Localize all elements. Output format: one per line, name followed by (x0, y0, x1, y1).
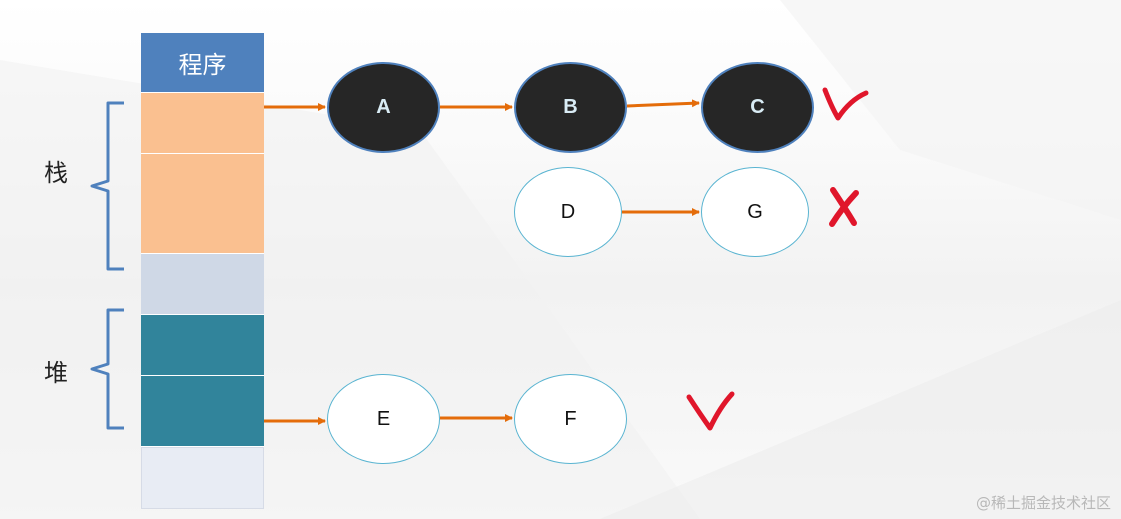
check-mark-icon (822, 87, 869, 121)
node-f-label: F (564, 407, 577, 430)
watermark: @稀土掘金技术社区 (975, 494, 1111, 512)
check-mark-icon (686, 391, 735, 431)
node-a: A (327, 62, 440, 153)
stack-bracket (90, 101, 124, 271)
node-g: G (701, 167, 809, 257)
stack-cell-2 (141, 154, 264, 254)
stack-label: 栈 (44, 159, 68, 187)
node-b: B (514, 62, 627, 153)
program-header-cell: 程序 (141, 33, 264, 93)
heap-cell-2 (141, 376, 264, 447)
node-c: C (701, 62, 814, 153)
node-e: E (327, 374, 440, 464)
heap-cell-1 (141, 315, 264, 376)
heap-label: 堆 (44, 359, 68, 387)
node-f: F (514, 374, 627, 464)
node-c-label: C (750, 96, 765, 118)
cross-mark-icon (829, 187, 859, 227)
node-e-label: E (376, 407, 391, 430)
heap-bracket (90, 308, 124, 430)
node-d-label: D (560, 200, 576, 223)
node-b-label: B (563, 96, 578, 118)
node-a-label: A (376, 96, 391, 118)
free-cell-1 (141, 254, 264, 315)
program-header-label: 程序 (178, 51, 227, 79)
arrow-b-to-c (626, 99, 700, 108)
free-cell-2 (141, 447, 264, 509)
node-d: D (514, 167, 622, 257)
node-g-label: G (747, 200, 763, 223)
stack-cell-1 (141, 93, 264, 154)
